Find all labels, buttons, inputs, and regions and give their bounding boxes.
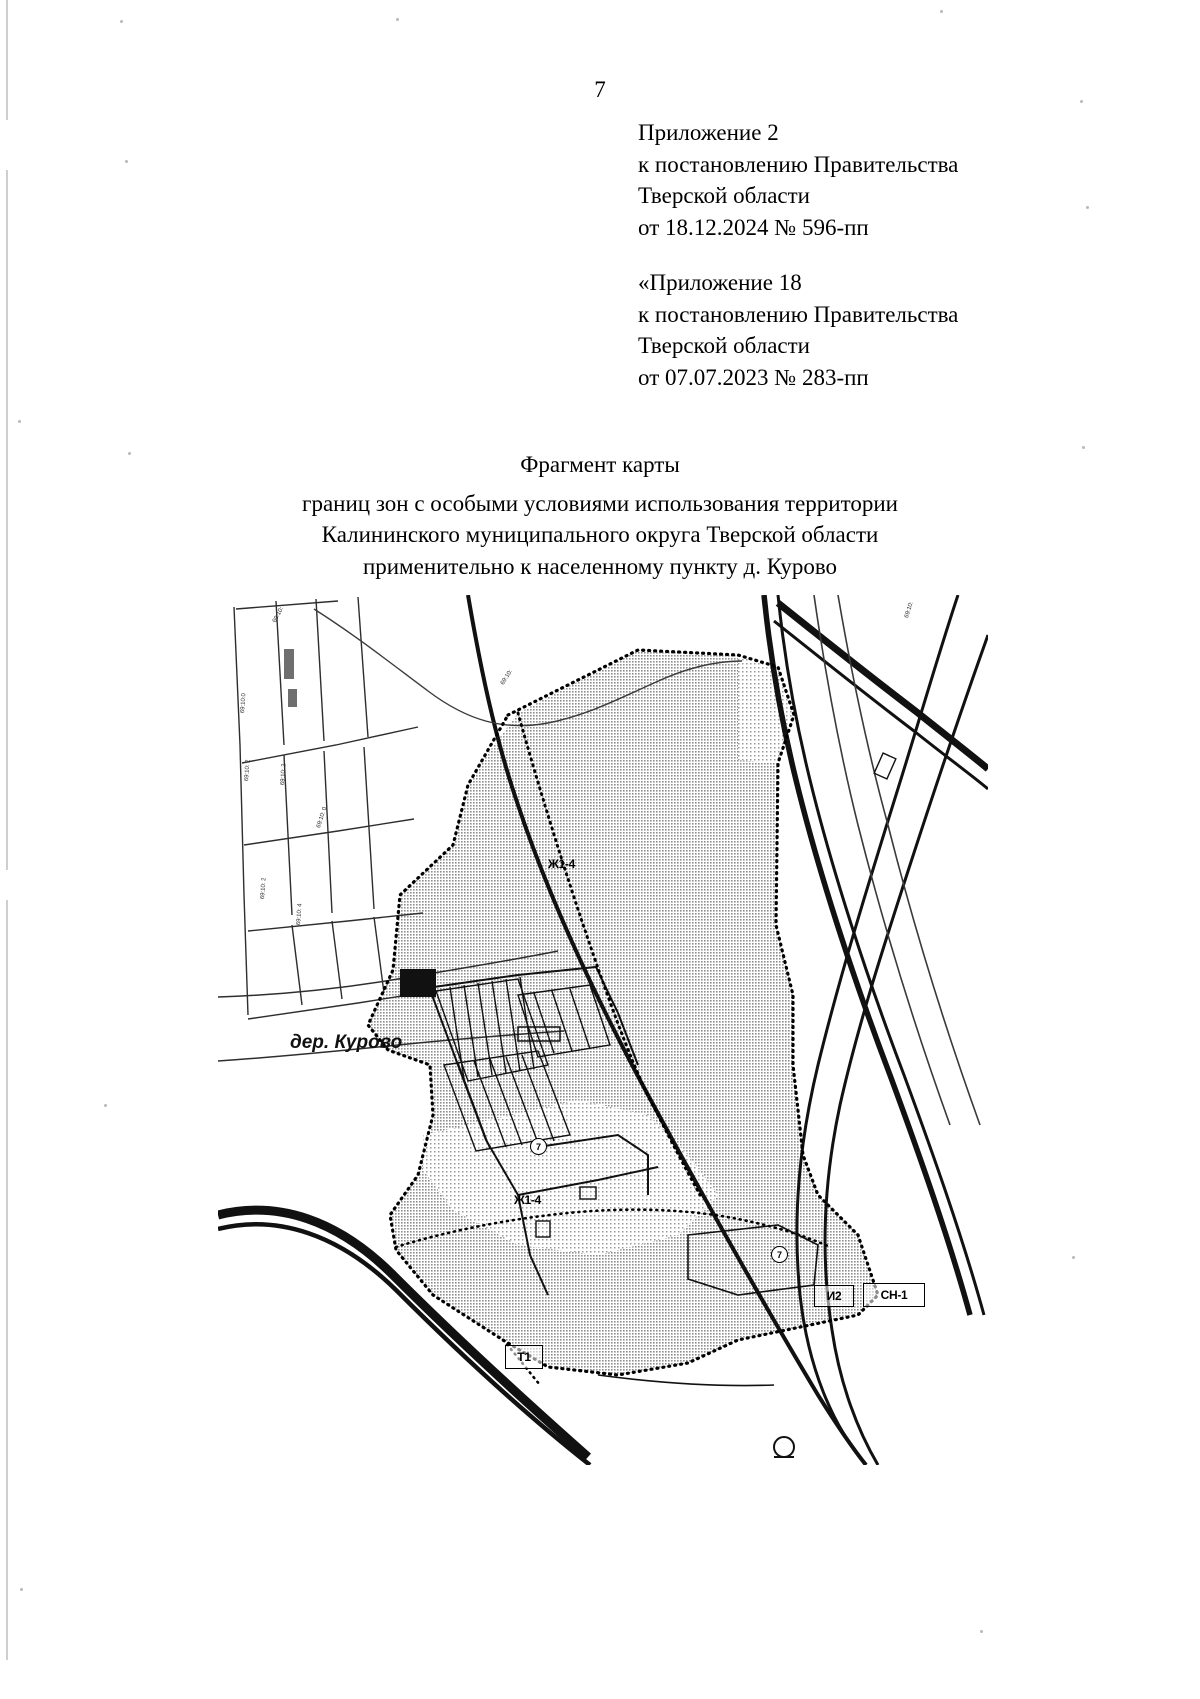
appendix-18-line-3: Тверской области xyxy=(638,333,810,358)
scan-speck xyxy=(18,420,21,423)
scan-speck xyxy=(120,20,123,23)
title-line-3: Калининского муниципального округа Тверс… xyxy=(321,522,879,547)
zone-label-i2: И2 xyxy=(814,1285,854,1307)
appendix-2-line-4: от 18.12.2024 № 596-пп xyxy=(638,214,869,240)
appendix-18-header: «Приложение 18 к постановлению Правитель… xyxy=(638,267,958,393)
scan-speck xyxy=(125,160,128,163)
zone-label-t1: Т1 xyxy=(505,1345,543,1369)
scan-edge-left-3 xyxy=(6,900,8,1660)
scan-speck xyxy=(980,1630,983,1633)
appendix-2-line-2: к постановлению Правительства xyxy=(638,151,959,177)
map-node-marker-center: 7 xyxy=(530,1138,547,1155)
appendix-18-line-2: к постановлению Правительства xyxy=(638,301,959,327)
scan-speck xyxy=(396,18,399,21)
appendix-2-line-3: Тверской области xyxy=(638,183,810,208)
appendix-2-line-1: Приложение 2 xyxy=(638,120,779,145)
title-line-1: Фрагмент карты xyxy=(520,452,680,477)
scan-edge-left-2 xyxy=(6,170,8,870)
map-fragment: дер. Курово Ж1-4 Ж1-4 И2 СН-1 Т1 7 7 69:… xyxy=(218,595,988,1465)
appendix-2-header: Приложение 2 к постановлению Правительст… xyxy=(638,117,958,243)
zone-label-zh1-4-south: Ж1-4 xyxy=(514,1193,541,1207)
zone-label-sn-1: СН-1 xyxy=(863,1283,925,1307)
page-title: Фрагмент карты границ зон с особыми усло… xyxy=(0,449,1200,582)
zone-label-zh1-4-north: Ж1-4 xyxy=(548,857,575,871)
scan-speck xyxy=(104,1104,107,1107)
map-drawing xyxy=(218,595,988,1465)
scan-speck xyxy=(1086,206,1089,209)
map-node-marker-southeast: 7 xyxy=(771,1246,788,1263)
appendix-18-line-1: «Приложение 18 xyxy=(638,270,802,295)
title-line-2: границ зон с особыми условиями использов… xyxy=(302,490,898,516)
page-number: 7 xyxy=(594,77,606,102)
scan-speck xyxy=(1072,1256,1075,1259)
title-line-4: применительно к населенному пункту д. Ку… xyxy=(362,553,838,579)
settlement-label: дер. Курово xyxy=(290,1032,403,1053)
appendix-18-line-4: от 07.07.2023 № 283-пп xyxy=(638,364,869,390)
scan-speck xyxy=(940,10,943,13)
scan-edge-left xyxy=(6,0,8,120)
scan-speck xyxy=(20,1588,23,1591)
